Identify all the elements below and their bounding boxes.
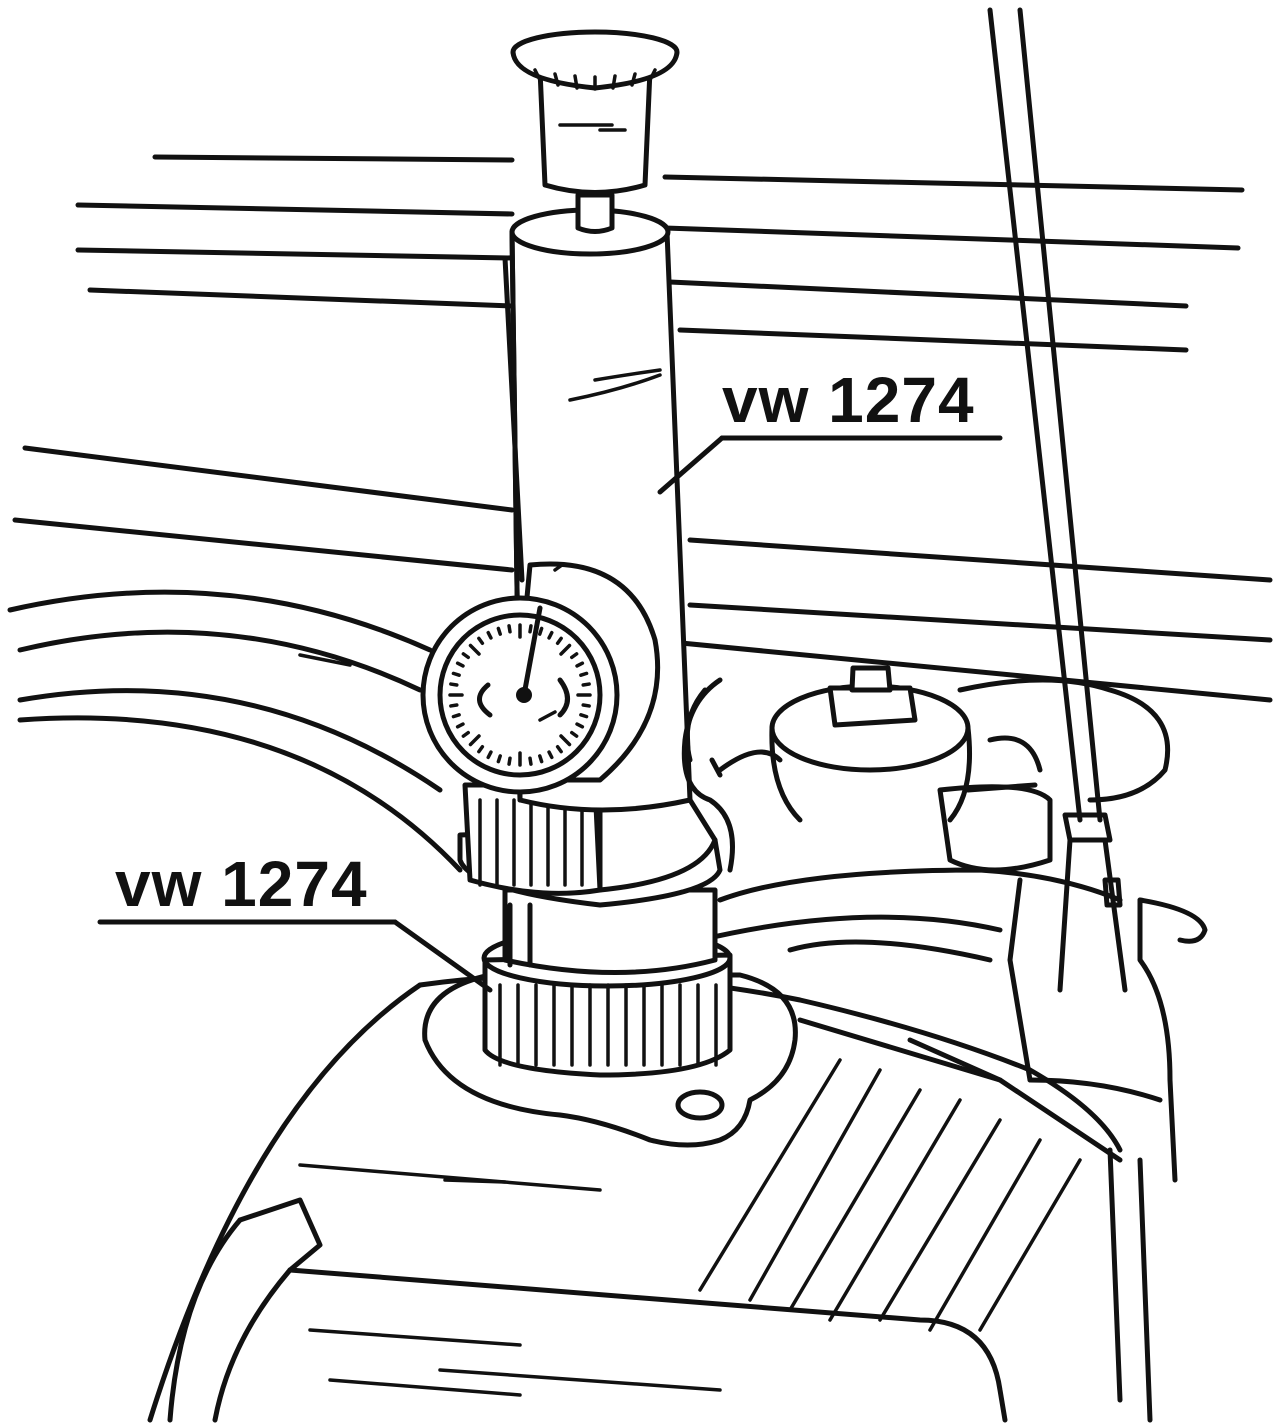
dial-tick <box>555 745 563 754</box>
dial-tick <box>486 750 493 760</box>
dial-tick <box>507 756 512 766</box>
dial-tick <box>477 745 485 754</box>
dial-tick <box>468 734 481 747</box>
dial-tick <box>486 630 493 640</box>
housing <box>147 867 1208 1423</box>
dial-tick <box>555 636 563 645</box>
dial-tick <box>570 652 579 660</box>
lower-knurled-ring <box>481 927 733 1078</box>
callout-label-upper: vw 1274 <box>722 364 975 436</box>
dial-tick <box>547 630 554 640</box>
plunger <box>510 29 680 234</box>
adapter-flange <box>422 972 798 1148</box>
gauge-cable <box>681 677 735 873</box>
dial-tick <box>455 722 465 729</box>
dial-tick <box>528 756 533 766</box>
dial-tick <box>496 626 502 636</box>
dial-tick <box>559 643 572 656</box>
dial-tick <box>507 624 512 634</box>
dial-tick <box>477 636 485 645</box>
dial-tick <box>496 754 502 764</box>
dial-tick <box>528 624 533 634</box>
dial-tick <box>581 682 591 687</box>
dial-tick <box>468 643 481 656</box>
dial-tick <box>451 671 461 677</box>
dial-gauge <box>420 561 661 795</box>
dial-tick <box>538 626 544 636</box>
dial-tick <box>575 661 585 668</box>
dipstick-rod <box>987 7 1128 993</box>
dial-tick <box>449 703 459 708</box>
dial-tick <box>579 671 589 677</box>
dial-tick <box>461 730 470 738</box>
upper-knurled-collar <box>457 782 723 908</box>
body-curves <box>7 589 463 873</box>
dial-tick <box>575 722 585 729</box>
dial-tick <box>579 713 589 719</box>
reservoir-cap <box>717 665 1171 873</box>
dial-tick <box>455 661 465 668</box>
dial-tick <box>547 750 554 760</box>
background-lines <box>12 154 1273 703</box>
dial-tick <box>581 703 591 708</box>
dial-tick <box>451 713 461 719</box>
dial-tick <box>461 652 470 660</box>
callout-label-lower: vw 1274 <box>115 848 368 920</box>
dial-tick <box>538 754 544 764</box>
dial-tick <box>559 734 572 747</box>
middle-sleeve <box>502 887 718 975</box>
dial-tick <box>449 682 459 687</box>
callout-leaders <box>97 435 1003 993</box>
dial-tick <box>570 730 579 738</box>
